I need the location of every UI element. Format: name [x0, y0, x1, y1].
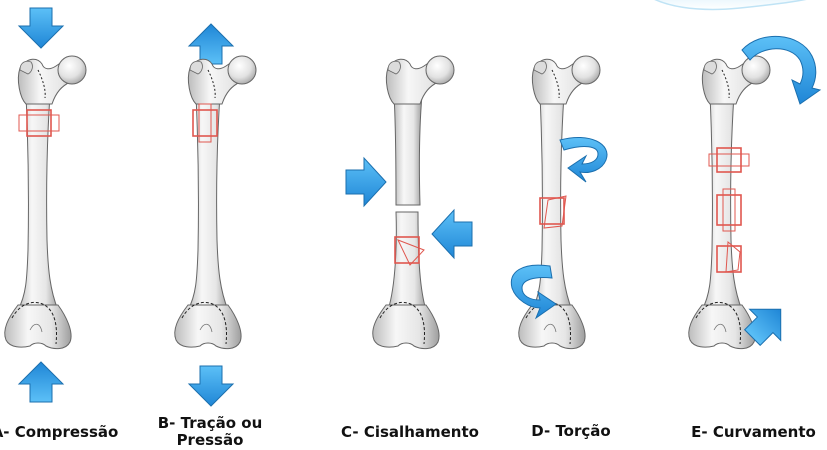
femur-e	[689, 56, 770, 349]
femur-b	[175, 56, 256, 349]
femur-a	[5, 56, 86, 349]
arrow-up-icon	[19, 362, 63, 402]
panel-d-torsion	[511, 56, 607, 349]
panel-b-traction	[175, 24, 256, 406]
label-b: B- Tração ou Pressão	[145, 415, 275, 449]
label-d: D- Torção	[516, 423, 626, 440]
panel-c-shear	[346, 56, 472, 349]
label-c: C- Cisalhamento	[330, 424, 490, 441]
decorative-cloud	[640, 0, 827, 9]
label-e: E- Curvamento	[680, 424, 827, 441]
label-a: A- Compressão	[0, 424, 120, 441]
arrow-right-icon	[346, 158, 386, 206]
arrow-up-icon	[189, 24, 233, 64]
panel-e-bending	[689, 36, 820, 353]
arrow-down-icon	[189, 366, 233, 406]
panel-a-compression	[5, 8, 86, 402]
arrow-left-icon	[432, 210, 472, 258]
arrow-down-icon	[19, 8, 63, 48]
twist-arrow-icon	[560, 137, 607, 182]
